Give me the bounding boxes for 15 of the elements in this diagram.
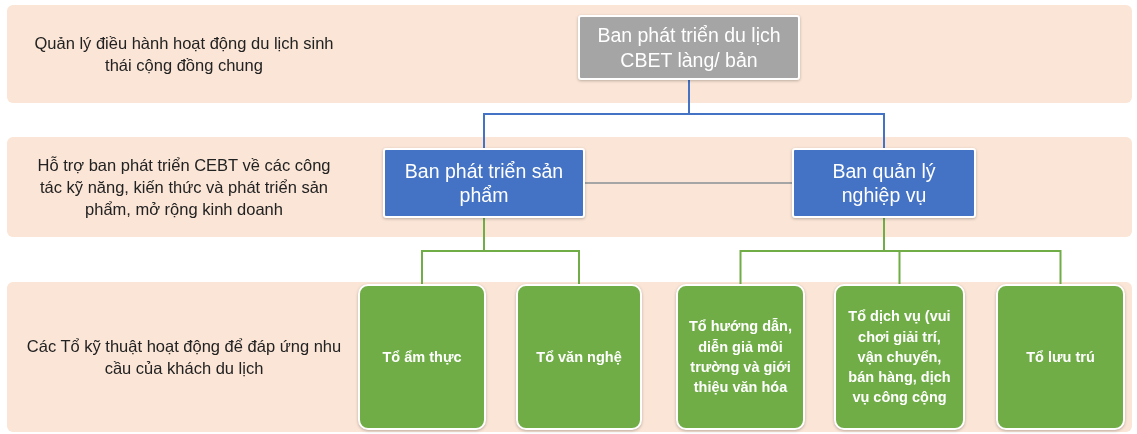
department-box: Ban phát triển sản phẩm	[383, 148, 585, 218]
connector-line	[584, 182, 793, 184]
team-box: Tổ hướng dẫn, diễn giả môi trường và giới thiệu văn hóa	[676, 284, 805, 430]
team-box: Tổ văn nghệ	[516, 284, 642, 430]
team-box: Tổ lưu trú	[996, 284, 1125, 430]
band-background	[7, 5, 1132, 103]
top-box: Ban phát triển du lịch CBET làng/ bản	[578, 15, 800, 80]
band-background	[7, 282, 1132, 432]
team-box: Tổ dịch vụ (vui chơi giải trí, vận chuyển, bán hàng, dịch vụ công cộng	[834, 284, 965, 430]
band-label: Hỗ trợ ban phát triển CEBT về các công tác kỹ năng, kiến thức và phát triển sản phẩm, mở rộng kinh doanh	[36, 154, 332, 221]
team-box: Tổ ẩm thực	[358, 284, 486, 430]
band-label: Quản lý điều hành hoạt động du lịch sinh thái cộng đồng chung	[33, 32, 335, 76]
band-background	[7, 137, 1132, 237]
department-box: Ban quản lý nghiệp vụ	[792, 148, 976, 218]
band-label: Các Tổ kỹ thuật hoạt động để đáp ứng nhu cầu của khách du lịch	[25, 335, 343, 379]
